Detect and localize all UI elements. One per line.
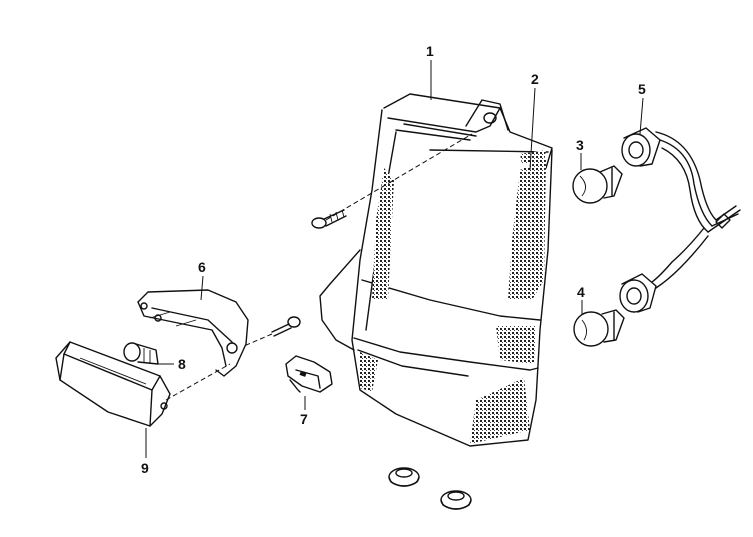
mounting-screw <box>311 209 347 229</box>
callout-4: 4 <box>577 284 585 300</box>
license-lamp-socket <box>285 355 333 393</box>
callout-8: 8 <box>178 356 186 372</box>
rear-combination-lamp <box>319 93 553 447</box>
socket-wire-harness <box>619 127 741 313</box>
bracket-screw <box>243 316 301 347</box>
lower-bulb <box>573 309 625 347</box>
grommets <box>388 467 472 510</box>
callout-9: 9 <box>141 460 149 476</box>
callout-7: 7 <box>300 411 308 427</box>
callout-6: 6 <box>198 259 206 275</box>
leader-lines <box>145 60 644 458</box>
grommet-upper <box>388 467 420 487</box>
callout-5: 5 <box>638 81 646 97</box>
license-lamp-bulb <box>123 342 159 365</box>
callout-labels: 1 2 3 4 5 6 7 8 9 <box>141 43 646 476</box>
grommet-lower <box>440 490 472 510</box>
license-lamp-lens <box>55 341 231 427</box>
callout-3: 3 <box>576 137 584 153</box>
upper-bulb <box>572 165 623 204</box>
callout-2: 2 <box>531 71 539 87</box>
license-lamp-bracket <box>137 289 249 377</box>
callout-1: 1 <box>426 43 434 59</box>
